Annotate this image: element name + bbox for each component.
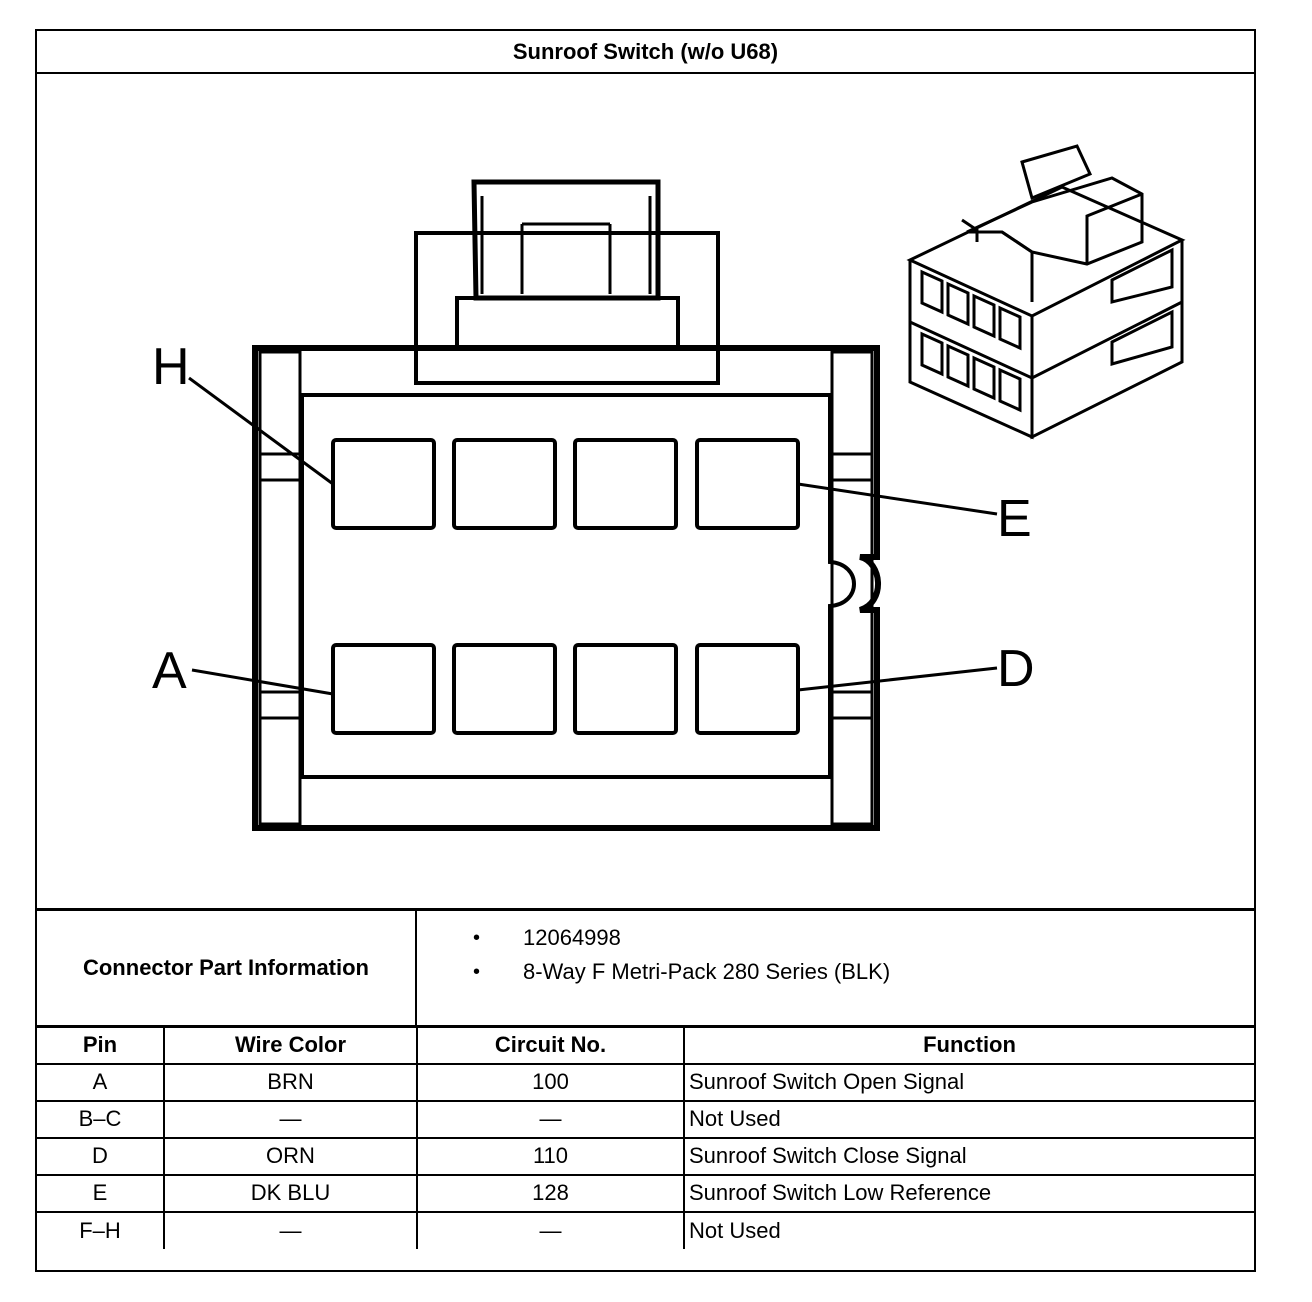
connector-card: Sunroof Switch (w/o U68) bbox=[35, 29, 1256, 1272]
leader-d bbox=[797, 666, 998, 692]
title-text: Sunroof Switch (w/o U68) bbox=[512, 38, 779, 64]
latch-base bbox=[455, 296, 680, 351]
table-header-row: Pin Wire Color Circuit No. Function bbox=[37, 1025, 1254, 1065]
pin-label-a: A bbox=[152, 642, 187, 700]
header-pin: Pin bbox=[37, 1025, 165, 1065]
cavity-d bbox=[695, 643, 800, 735]
table-row: D ORN 110 Sunroof Switch Close Signal bbox=[37, 1136, 1254, 1176]
header-function: Function bbox=[683, 1025, 1254, 1065]
cavity-b bbox=[452, 643, 557, 735]
connector-diagram: H E A D bbox=[37, 74, 1254, 908]
connector-description: 8-Way F Metri-Pack 280 Series (BLK) bbox=[523, 959, 891, 984]
bullet-icon: • bbox=[473, 927, 481, 949]
header-wire-color: Wire Color bbox=[163, 1025, 418, 1065]
table-row: A BRN 100 Sunroof Switch Open Signal bbox=[37, 1062, 1254, 1102]
latch-tab bbox=[471, 179, 661, 301]
part-number: 12064998 bbox=[523, 925, 621, 950]
cell-pin: A bbox=[37, 1062, 165, 1102]
cell-function: Sunroof Switch Open Signal bbox=[683, 1062, 1254, 1102]
leader-a bbox=[191, 668, 334, 696]
cell-pin: E bbox=[37, 1173, 165, 1213]
connector-info-list: • 12064998 • 8-Way F Metri-Pack 280 Seri… bbox=[473, 921, 890, 989]
cavity-g bbox=[452, 438, 557, 530]
cell-function: Sunroof Switch Low Reference bbox=[683, 1173, 1254, 1213]
info-item: • 12064998 bbox=[473, 921, 890, 955]
header-circuit: Circuit No. bbox=[416, 1025, 685, 1065]
cavity-h bbox=[331, 438, 436, 530]
latch-housing bbox=[414, 231, 720, 385]
table-row: F–H — — Not Used bbox=[37, 1210, 1254, 1249]
latch-detail bbox=[480, 196, 652, 294]
connector-inner-face bbox=[300, 393, 856, 779]
leader-e bbox=[797, 482, 998, 516]
body-locks bbox=[260, 452, 874, 720]
page-title: Sunroof Switch (w/o U68) bbox=[37, 31, 1254, 74]
bullet-icon: • bbox=[473, 961, 481, 983]
connector-info-label: Connector Part Information bbox=[37, 911, 417, 1025]
body-left-rail bbox=[258, 350, 302, 826]
cell-function: Not Used bbox=[683, 1099, 1254, 1139]
cavity-e bbox=[695, 438, 800, 530]
cell-wire-color: — bbox=[163, 1099, 418, 1139]
leader-h bbox=[188, 376, 334, 486]
pin-label-h: H bbox=[152, 338, 190, 396]
cell-wire-color: BRN bbox=[163, 1062, 418, 1102]
connector-body-outline bbox=[252, 345, 881, 831]
pin-label-e: E bbox=[997, 490, 1032, 548]
cell-circuit: 100 bbox=[416, 1062, 685, 1102]
cavity-f bbox=[573, 438, 678, 530]
table-row: E DK BLU 128 Sunroof Switch Low Referenc… bbox=[37, 1173, 1254, 1213]
cell-circuit: 110 bbox=[416, 1136, 685, 1176]
pinout-table: Pin Wire Color Circuit No. Function A BR… bbox=[37, 1025, 1254, 1249]
cell-circuit: — bbox=[416, 1099, 685, 1139]
connector-part-info: Connector Part Information • 12064998 • … bbox=[37, 908, 1254, 1025]
cell-circuit: 128 bbox=[416, 1173, 685, 1213]
cell-function: Sunroof Switch Close Signal bbox=[683, 1136, 1254, 1176]
cell-wire-color: ORN bbox=[163, 1136, 418, 1176]
connector-isometric-icon bbox=[906, 144, 1186, 440]
info-item: • 8-Way F Metri-Pack 280 Series (BLK) bbox=[473, 955, 890, 989]
cell-function: Not Used bbox=[683, 1210, 1254, 1249]
cell-pin: D bbox=[37, 1136, 165, 1176]
cell-wire-color: DK BLU bbox=[163, 1173, 418, 1213]
body-right-rail bbox=[830, 350, 874, 826]
cell-circuit: — bbox=[416, 1210, 685, 1249]
cavity-a bbox=[331, 643, 436, 735]
pin-label-d: D bbox=[997, 640, 1035, 698]
cell-wire-color: — bbox=[163, 1210, 418, 1249]
cell-pin: F–H bbox=[37, 1210, 165, 1249]
table-row: B–C — — Not Used bbox=[37, 1099, 1254, 1139]
cell-pin: B–C bbox=[37, 1099, 165, 1139]
cavity-c bbox=[573, 643, 678, 735]
